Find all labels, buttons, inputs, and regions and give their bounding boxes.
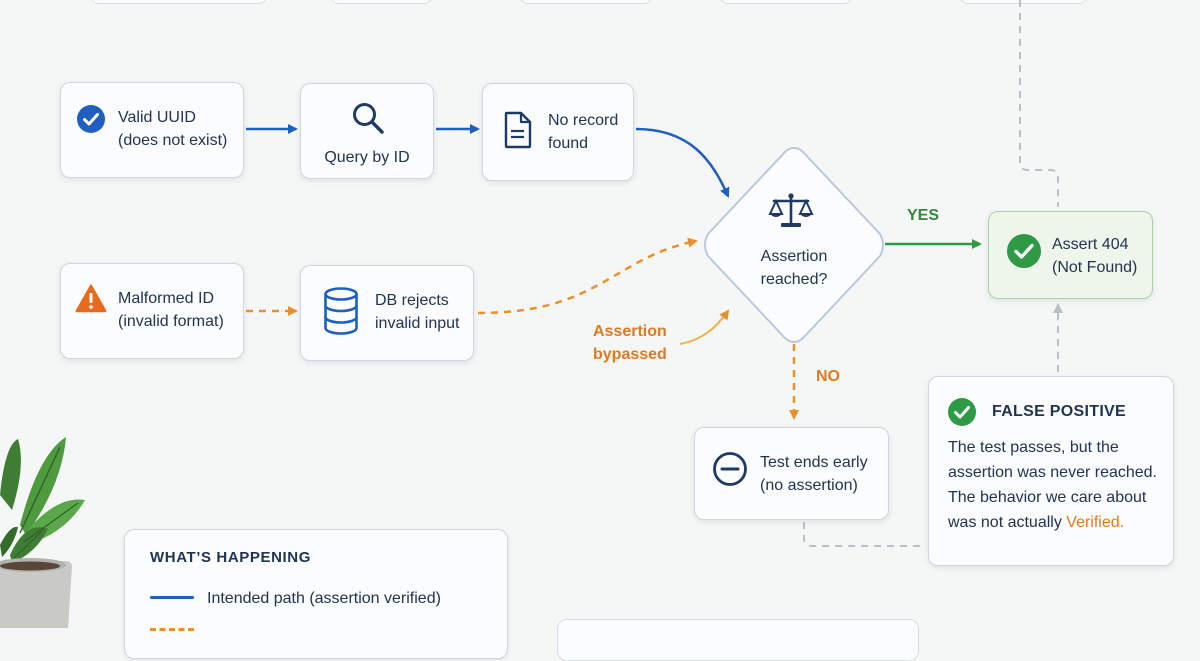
edge-norecord-to-decision <box>635 127 730 198</box>
node-malformed-line1: Malformed ID <box>118 290 215 307</box>
edge-bypassed-pointer <box>679 309 730 345</box>
edge-gray-top <box>1019 0 1059 207</box>
warning-triangle-icon <box>75 284 107 313</box>
check-circle-icon <box>77 105 105 133</box>
edge-testends-to-falsepositive <box>803 522 926 547</box>
potted-plant <box>0 437 85 628</box>
node-db-rejects-line1: DB rejects <box>375 292 449 309</box>
edge-label-yes: YES <box>907 207 940 224</box>
false-positive-line4: was not actually Verified. <box>948 511 1124 535</box>
false-positive-line1: The test passes, but the <box>948 439 1119 456</box>
edge-label-bypassed-line1: Assertion <box>593 323 667 340</box>
check-circle-icon <box>948 398 976 426</box>
node-malformed-line2: (invalid format) <box>118 313 224 330</box>
node-no-record-line2: found <box>548 135 589 152</box>
node-valid-uuid-line1: Valid UUID <box>118 109 196 126</box>
node-valid-uuid: Valid UUID (does not exist) <box>60 82 244 178</box>
node-test-ends-line1: Test ends early <box>760 454 868 471</box>
legend-panel: WHAT’S HAPPENING Intended path (assertio… <box>124 529 508 659</box>
node-query: Query by ID <box>300 83 434 179</box>
legend-intended-swatch <box>150 596 194 599</box>
false-positive-line2: assertion was never reached. <box>948 464 1157 481</box>
node-test-ends: Test ends early (no assertion) <box>694 427 889 520</box>
document-icon <box>504 111 532 149</box>
legend-title: WHAT’S HAPPENING <box>150 549 311 566</box>
decision-line2: reached? <box>760 271 828 288</box>
node-test-ends-line2: (no assertion) <box>760 477 858 494</box>
scales-icon <box>768 193 814 227</box>
node-db-rejects: DB rejects invalid input <box>300 265 474 361</box>
decision-diamond <box>704 146 884 344</box>
legend-bypass-swatch <box>150 628 194 631</box>
false-positive-line3: The behavior we care about <box>948 489 1147 506</box>
node-query-label: Query by ID <box>324 149 410 166</box>
decision-line1: Assertion <box>760 248 828 265</box>
node-no-record-line1: No record <box>548 112 619 129</box>
edge-label-no: NO <box>816 368 840 385</box>
node-malformed: Malformed ID (invalid format) <box>60 263 244 359</box>
node-assert-404-line1: Assert 404 <box>1052 236 1129 253</box>
node-assert-404-line2: (Not Found) <box>1052 259 1138 276</box>
magnifier-icon <box>353 103 384 134</box>
false-positive-line4-prefix: was not actually <box>948 514 1067 531</box>
database-icon <box>324 287 358 335</box>
legend-intended-label: Intended path (assertion verified) <box>207 590 441 607</box>
node-valid-uuid-line2: (does not exist) <box>118 132 228 149</box>
check-circle-icon <box>1007 234 1041 268</box>
connectors <box>246 0 1063 547</box>
edge-db-to-decision <box>477 237 698 315</box>
false-positive-verified: Verified. <box>1066 514 1125 531</box>
false-positive-title: FALSE POSITIVE <box>992 403 1127 420</box>
node-no-record: No record found <box>482 83 634 181</box>
partial-card-bottom <box>557 619 919 661</box>
minus-circle-icon <box>713 452 747 486</box>
false-positive-callout: FALSE POSITIVE The test passes, but the … <box>928 376 1174 566</box>
edge-label-bypassed-line2: bypassed <box>593 346 667 363</box>
node-db-rejects-line2: invalid input <box>375 315 460 332</box>
node-assert-404: Assert 404 (Not Found) <box>988 211 1153 299</box>
